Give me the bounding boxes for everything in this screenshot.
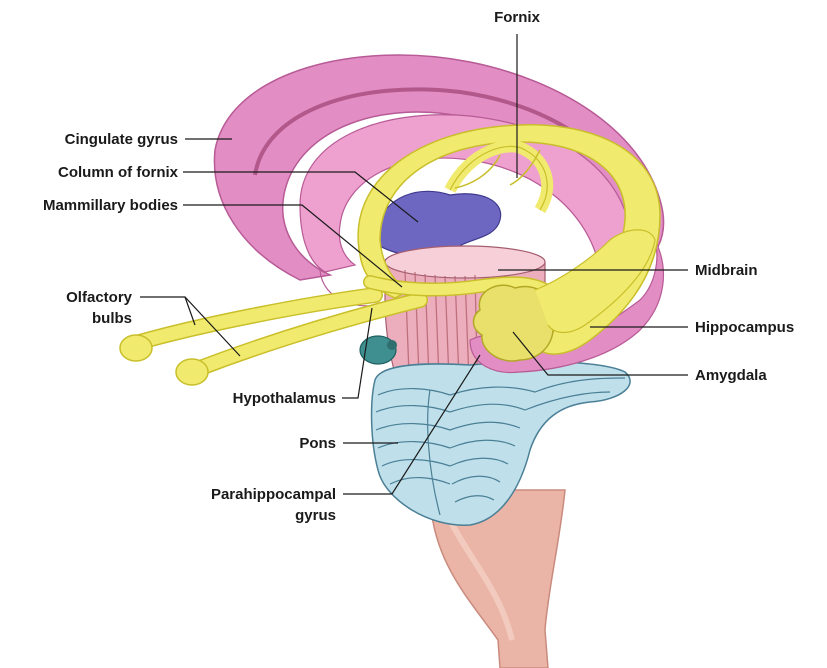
label-fornix: Fornix [494, 9, 540, 26]
label-olfactory-line1: Olfactory [66, 289, 133, 306]
label-parahippocampal-line2: gyrus [295, 507, 336, 524]
pons-shape [372, 362, 631, 525]
leader-olfactory-b [185, 297, 195, 325]
label-midbrain: Midbrain [695, 262, 758, 279]
label-mammillary-bodies: Mammillary bodies [43, 197, 178, 214]
label-cingulate-gyrus: Cingulate gyrus [65, 131, 178, 148]
label-hypothalamus: Hypothalamus [233, 390, 336, 407]
label-amygdala: Amygdala [695, 367, 767, 384]
label-column-of-fornix: Column of fornix [58, 164, 179, 181]
label-hippocampus: Hippocampus [695, 319, 794, 336]
label-pons: Pons [299, 435, 336, 452]
label-parahippocampal-line1: Parahippocampal [211, 486, 336, 503]
label-olfactory-line2: bulbs [92, 310, 132, 327]
